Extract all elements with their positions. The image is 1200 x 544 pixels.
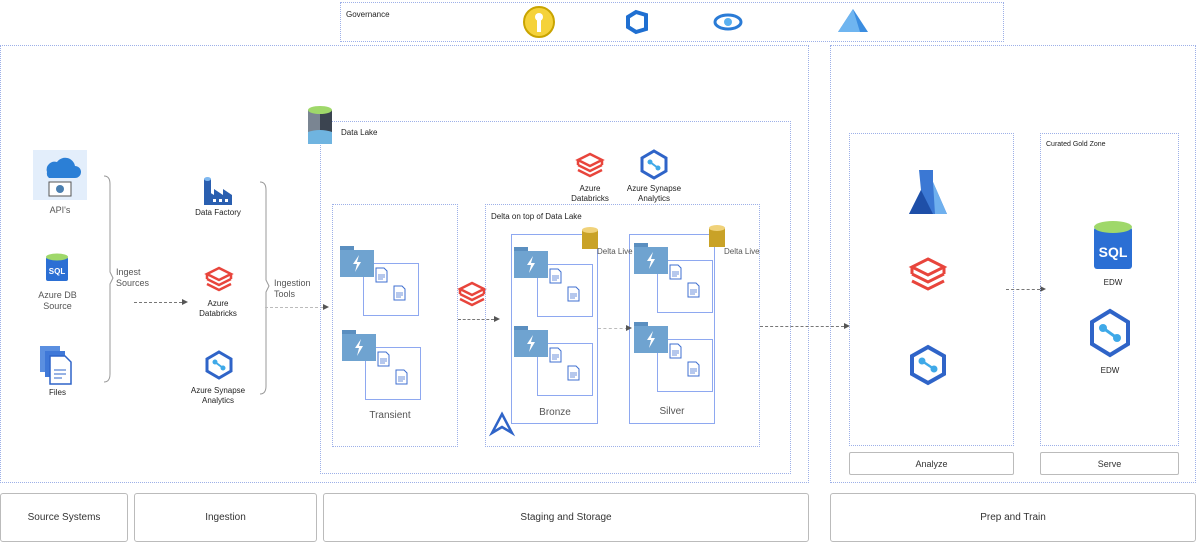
synapse-icon bbox=[910, 344, 946, 386]
silver-label: Silver bbox=[659, 406, 685, 417]
analyze-button[interactable]: Analyze bbox=[849, 452, 1014, 475]
arrowhead bbox=[844, 323, 850, 329]
data-lake-storage-icon bbox=[308, 106, 332, 144]
azure-devops-icon bbox=[626, 9, 648, 35]
stage-prep-train: Prep and Train bbox=[830, 493, 1196, 542]
lake-tool-label-databricks: Azure Databricks bbox=[571, 184, 609, 203]
sql-database-icon: SQL bbox=[1094, 221, 1132, 269]
arrowhead bbox=[323, 304, 329, 310]
governance-panel bbox=[340, 2, 1004, 42]
document-icon bbox=[395, 369, 408, 385]
stage-ingestion: Ingestion bbox=[134, 493, 317, 542]
arrowhead bbox=[494, 316, 500, 322]
document-icon bbox=[377, 351, 390, 367]
svg-text:SQL: SQL bbox=[1099, 244, 1128, 260]
arrowhead bbox=[1040, 286, 1046, 292]
folder-icon bbox=[634, 243, 668, 274]
lake-tool-label-synapse: Azure Synapse Analytics bbox=[626, 184, 682, 203]
databricks-icon bbox=[457, 281, 487, 307]
stage-source-systems: Source Systems bbox=[0, 493, 128, 542]
data-factory-icon bbox=[204, 177, 232, 205]
machine-learning-icon bbox=[909, 170, 947, 214]
folder-icon bbox=[342, 330, 376, 361]
data-lake-title: Data Lake bbox=[341, 128, 378, 137]
document-icon bbox=[687, 361, 700, 377]
document-icon bbox=[567, 365, 580, 381]
folder-icon bbox=[340, 246, 374, 277]
databricks-icon bbox=[908, 257, 948, 291]
delta-lake-zone bbox=[485, 204, 760, 447]
ingestion-label-databricks: Azure Databricks bbox=[199, 299, 237, 318]
storage-container bbox=[657, 260, 713, 313]
storage-container bbox=[363, 263, 419, 316]
sql-database-icon: SQL bbox=[46, 253, 68, 281]
document-icon bbox=[567, 286, 580, 302]
governance-title: Governance bbox=[346, 10, 390, 19]
serve-button[interactable]: Serve bbox=[1040, 452, 1179, 475]
stage-staging-storage: Staging and Storage bbox=[323, 493, 809, 542]
folder-icon bbox=[634, 322, 668, 353]
source-label-apis: API's bbox=[49, 205, 71, 215]
ingestion-tools-brace bbox=[259, 181, 270, 395]
edw-sql-label: EDW bbox=[1103, 278, 1123, 287]
source-label-files: Files bbox=[49, 388, 66, 397]
storage-container bbox=[537, 343, 593, 396]
bronze-label: Bronze bbox=[539, 407, 571, 418]
azure-data-lake-analytics-icon bbox=[488, 411, 516, 437]
document-icon bbox=[669, 264, 682, 280]
api-cloud-icon bbox=[33, 150, 87, 200]
document-icon bbox=[687, 282, 700, 298]
sources-to-ingestion-arrow bbox=[134, 302, 182, 303]
silver-zone bbox=[629, 234, 715, 424]
document-icon bbox=[549, 347, 562, 363]
svg-text:SQL: SQL bbox=[49, 267, 66, 276]
main-pipeline-panel bbox=[0, 45, 809, 483]
ingest-sources-brace bbox=[103, 175, 114, 383]
lake-to-analyze-arrow bbox=[760, 326, 844, 327]
transient-zone bbox=[332, 204, 458, 447]
document-icon bbox=[393, 285, 406, 301]
silver-delta-live-badge: Delta Live bbox=[724, 247, 760, 256]
analyze-to-serve-arrow bbox=[1006, 289, 1040, 290]
synapse-icon bbox=[1090, 308, 1130, 358]
delta-title: Delta on top of Data Lake bbox=[491, 212, 582, 221]
delta-table-icon bbox=[582, 227, 598, 249]
ingestion-to-lake-arrow bbox=[265, 307, 323, 308]
databricks-icon bbox=[575, 152, 605, 178]
storage-container bbox=[537, 264, 593, 317]
databricks-icon bbox=[204, 266, 234, 292]
storage-container bbox=[657, 339, 713, 392]
transient-to-bronze-arrow bbox=[458, 319, 494, 320]
bronze-delta-live-badge: Delta Live bbox=[597, 247, 633, 256]
purview-icon bbox=[713, 13, 743, 31]
bronze-zone bbox=[511, 234, 598, 424]
arrowhead bbox=[182, 299, 188, 305]
storage-container bbox=[365, 347, 421, 400]
synapse-icon bbox=[640, 149, 668, 180]
key-vault-icon bbox=[523, 6, 555, 38]
edw-synapse-label: EDW bbox=[1100, 366, 1120, 375]
document-icon bbox=[669, 343, 682, 359]
ingestion-tools-label: Ingestion Tools bbox=[274, 278, 311, 299]
curated-gold-zone bbox=[1040, 133, 1179, 446]
curated-gold-zone-title: Curated Gold Zone bbox=[1046, 141, 1106, 148]
synapse-icon bbox=[205, 350, 233, 380]
bronze-to-silver-arrow bbox=[598, 328, 628, 329]
ingestion-label-data-factory: Data Factory bbox=[195, 208, 241, 217]
document-icon bbox=[549, 268, 562, 284]
azure-ad-icon bbox=[838, 9, 868, 32]
ingestion-label-synapse: Azure Synapse Analytics bbox=[190, 386, 246, 405]
document-icon bbox=[375, 267, 388, 283]
prep-train-panel bbox=[830, 45, 1196, 483]
folder-icon bbox=[514, 326, 548, 357]
transient-label: Transient bbox=[369, 410, 411, 421]
data-lake-panel bbox=[320, 121, 791, 474]
source-label-azure-db: Azure DB Source bbox=[38, 290, 77, 311]
files-icon bbox=[40, 346, 72, 385]
ingest-sources-label: Ingest Sources bbox=[116, 267, 150, 288]
arrowhead bbox=[626, 325, 632, 331]
folder-icon bbox=[514, 247, 548, 278]
delta-table-icon bbox=[709, 225, 725, 247]
